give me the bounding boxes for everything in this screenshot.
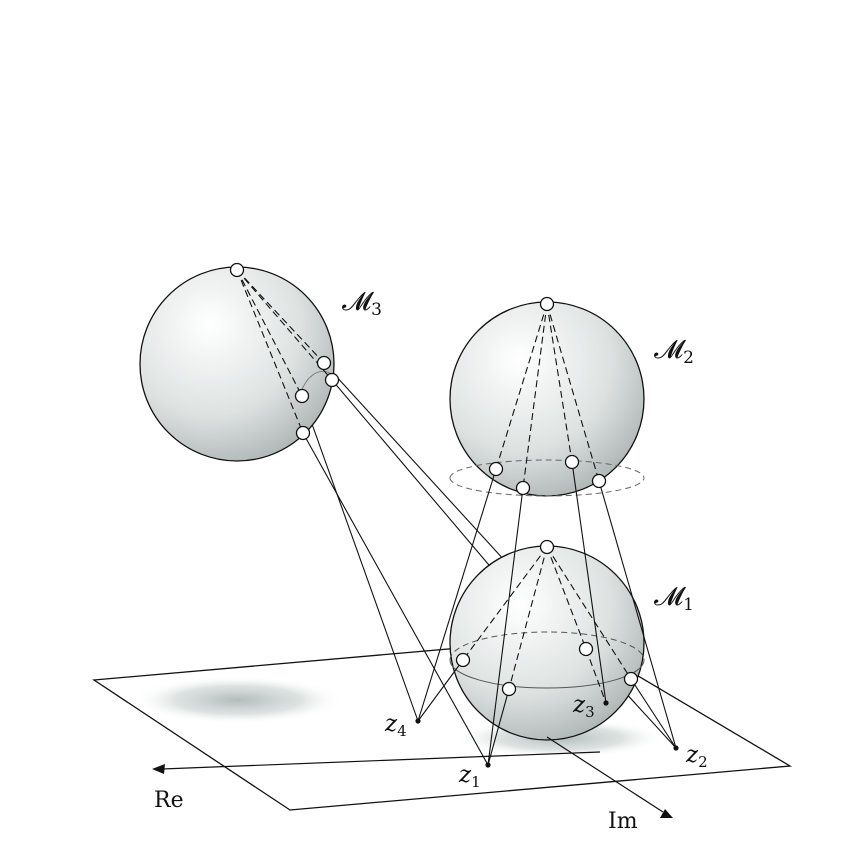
sphere-1-point-b bbox=[501, 681, 517, 697]
z3-point bbox=[603, 700, 609, 706]
sphere-2-point-b bbox=[515, 480, 531, 496]
sphere-1-point-a bbox=[455, 652, 471, 668]
z-points bbox=[415, 700, 679, 768]
sphere-1-north-pole bbox=[539, 539, 555, 555]
label-sphere-1: 𝓜1 bbox=[654, 582, 694, 615]
sphere-3-point-d bbox=[295, 425, 311, 441]
sphere-3-point-b bbox=[324, 372, 340, 388]
label-sphere-3: 𝓜3 bbox=[342, 287, 382, 320]
z4-point bbox=[415, 718, 421, 724]
sphere-1 bbox=[449, 545, 645, 741]
sphere-2 bbox=[449, 301, 645, 497]
sphere-3-north-pole bbox=[229, 262, 245, 278]
sphere-2-dashes bbox=[495, 303, 600, 489]
z1-point bbox=[485, 762, 491, 768]
sphere-3-point-a bbox=[316, 355, 332, 371]
sphere-1-point-d bbox=[623, 671, 639, 687]
complex-plane bbox=[92, 637, 793, 811]
sphere-1-lines bbox=[417, 546, 677, 766]
sphere-2-point-d bbox=[591, 473, 607, 489]
im-axis bbox=[546, 736, 673, 818]
label-sphere-2: 𝓜2 bbox=[654, 335, 694, 368]
sphere-3-dashes bbox=[236, 269, 333, 434]
re-axis bbox=[152, 751, 601, 774]
sphere-2-point-a bbox=[488, 461, 504, 477]
label-im-axis: Im bbox=[608, 809, 638, 834]
label-z2: z2 bbox=[685, 742, 708, 771]
sphere-2-projection-lines bbox=[417, 461, 677, 766]
sphere-2-north-pole bbox=[539, 296, 555, 312]
sphere-2-point-c bbox=[564, 454, 580, 470]
sphere-marker-points bbox=[229, 262, 639, 697]
label-z1: z1 bbox=[458, 762, 481, 791]
label-z3: z3 bbox=[572, 692, 595, 721]
label-z4: z4 bbox=[384, 711, 407, 740]
label-re-axis: Re bbox=[154, 788, 184, 813]
shadow-sphere-3 bbox=[133, 676, 343, 724]
sphere-3-point-c bbox=[294, 388, 310, 404]
z2-point bbox=[673, 745, 679, 751]
sphere-1-point-c bbox=[578, 641, 594, 657]
